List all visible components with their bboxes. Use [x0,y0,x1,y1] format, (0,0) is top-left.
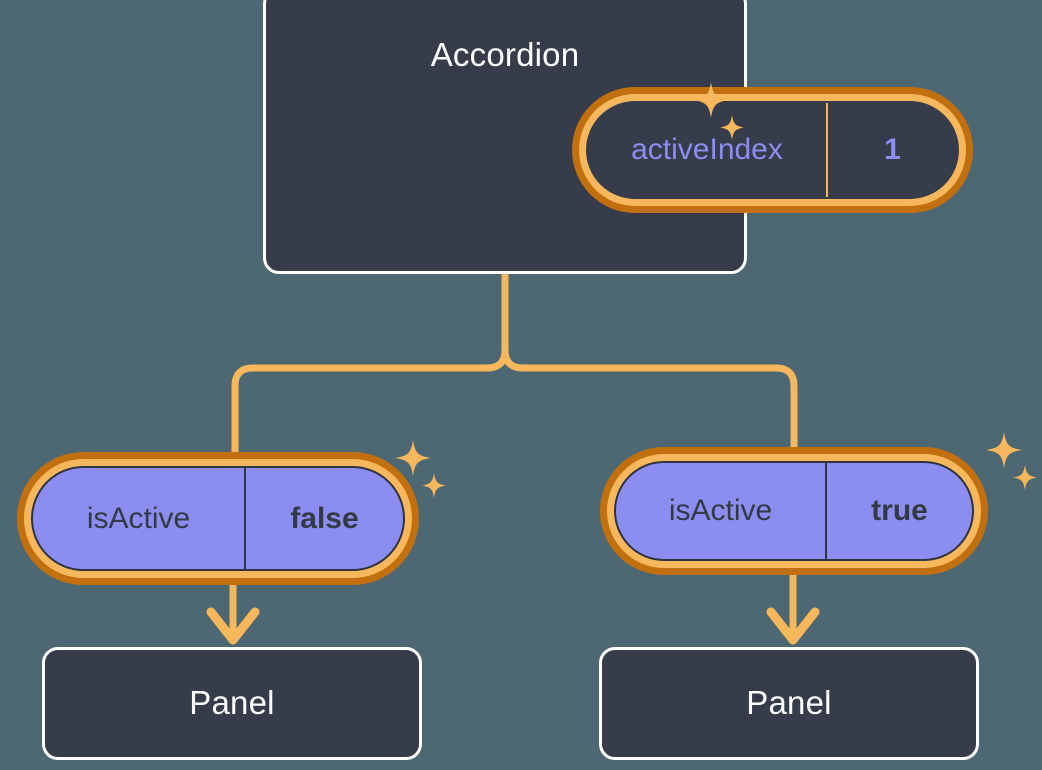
sparkle-right [983,432,1042,500]
panel-title: Panel [189,684,275,722]
state-pill-isactive-left[interactable]: isActive false [17,452,419,585]
pill-divider [826,103,828,197]
pill-ring-outer: isActive true [600,447,988,575]
accordion-title: Accordion [430,36,580,73]
state-key-label: activeIndex [631,133,783,166]
state-value-label: true [871,494,928,527]
state-key-label: isActive [668,494,773,527]
pill-ring-inner: isActive true [607,454,981,568]
sparkle-small-icon [422,473,446,498]
arrow-to-panel-right-head [766,607,820,645]
pill-body: activeIndex 1 [586,101,959,199]
sparkle-small-icon [1013,465,1037,490]
pill-ring-outer: isActive false [17,452,419,585]
pill-body: isActive true [614,461,974,561]
panel-component-card-right[interactable]: Panel [599,647,979,760]
pill-divider [244,468,246,569]
state-value-label: false [290,501,359,535]
state-key-label: isActive [86,501,191,535]
sparkle-large-icon [395,440,431,476]
state-pill-isactive-right[interactable]: isActive true [600,447,988,575]
pill-ring-inner: isActive false [24,459,412,578]
sparkle-large-icon [986,432,1022,468]
pill-divider [825,463,827,559]
state-value-label: 1 [884,133,901,166]
state-pill-activeindex[interactable]: activeIndex 1 [572,87,973,213]
accordion-component-card[interactable]: Accordion activeIndex 1 [263,0,973,274]
pill-body: isActive false [31,466,405,571]
pill-ring-outer: activeIndex 1 [572,87,973,213]
panel-title: Panel [746,684,832,722]
pill-ring-inner: activeIndex 1 [579,94,966,206]
arrow-to-panel-left-head [206,607,260,645]
panel-component-card-left[interactable]: Panel [42,647,422,760]
